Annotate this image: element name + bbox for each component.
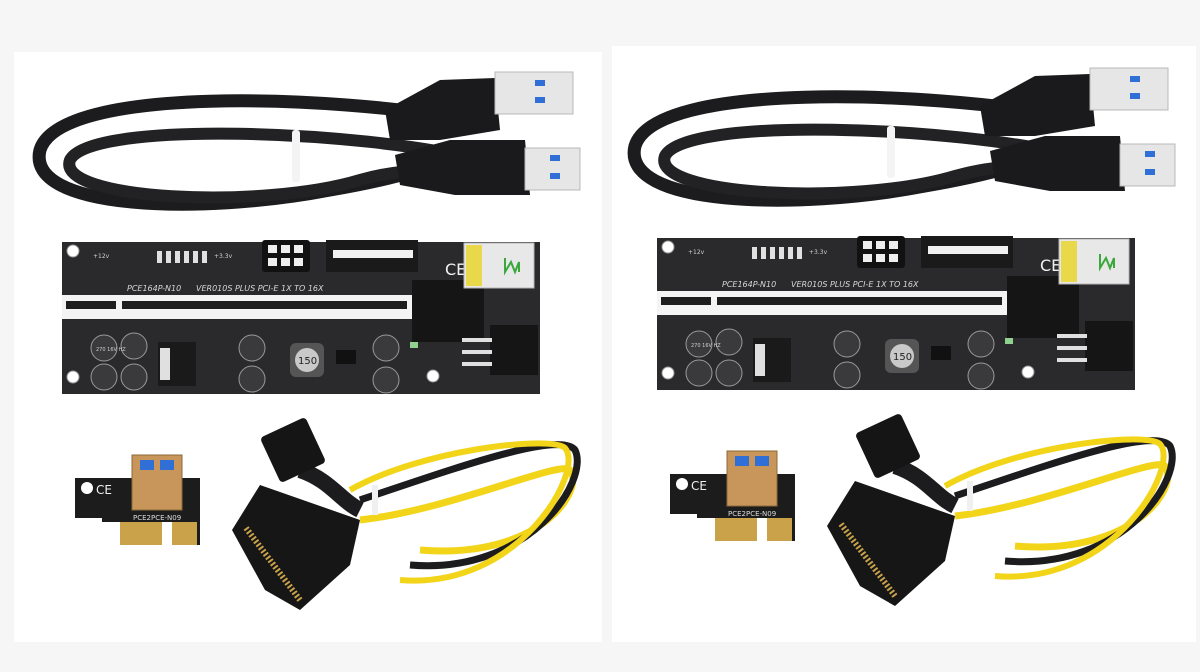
capacitors: 270 16V HZ <box>90 332 400 394</box>
label-12v: +12v <box>93 253 110 260</box>
sata-to-6pin-cable <box>232 418 581 610</box>
usb-port <box>131 454 183 511</box>
ce-mark: CE <box>691 479 707 493</box>
cable-tie <box>967 481 973 511</box>
ce-mark: CE <box>1040 256 1061 275</box>
inductor-label: 150 <box>298 356 317 367</box>
4-pin-connector <box>1085 321 1133 371</box>
4-pin-connector <box>490 325 538 375</box>
label-33v: +3.3v <box>214 253 233 260</box>
capacitors: 270 16V HZ <box>685 328 995 390</box>
board-version: VER010S PLUS PCI-E 1X TO 16X <box>791 280 919 289</box>
cable-tie <box>887 126 895 178</box>
riser-kit-left: +12v +3.3v PCE164P-N10 VER010S PLUS PCI-… <box>32 71 581 610</box>
sata-port <box>412 280 484 342</box>
inductor-label: 150 <box>893 352 912 363</box>
label-33v: +3.3v <box>809 249 828 256</box>
capacitor-label: 270 16V HZ <box>96 347 126 353</box>
6-pin-power-connector <box>857 236 905 268</box>
adapter-model: PCE2PCE-N09 <box>728 510 776 518</box>
led-row <box>752 247 802 259</box>
usb-plug-top <box>385 71 574 140</box>
sata-power-plug <box>232 485 360 610</box>
riser-kit-right: +12v +3.3v PCE164P-N10 VER010S PLUS PCI-… <box>627 67 1176 606</box>
adapter-card: CE PCE2PCE-N09 <box>670 450 795 541</box>
capacitor-label: 270 16V HZ <box>691 343 721 349</box>
riser-board: +12v +3.3v PCE164P-N10 VER010S PLUS PCI-… <box>62 240 540 394</box>
led-row <box>157 251 207 263</box>
6-pin-power-connector <box>262 240 310 272</box>
ce-mark: CE <box>445 260 466 279</box>
sata-to-6pin-cable <box>827 414 1176 606</box>
riser-board: +12v +3.3v PCE164P-N10 VER010S PLUS PCI-… <box>657 236 1135 390</box>
usb-plug-bottom <box>395 140 581 195</box>
adapter-model: PCE2PCE-N09 <box>133 514 181 522</box>
usb-port <box>726 450 778 507</box>
adapter-card: CE PCE2PCE-N09 <box>75 454 200 545</box>
6-pin-plug <box>261 418 325 482</box>
usb-plug-bottom <box>990 136 1176 191</box>
cable-tie <box>292 130 300 182</box>
board-model: PCE164P-N10 <box>127 284 181 293</box>
label-12v: +12v <box>688 249 705 256</box>
ce-mark: CE <box>96 483 112 497</box>
usb-plug-top <box>980 67 1169 136</box>
board-version: VER010S PLUS PCI-E 1X TO 16X <box>196 284 324 293</box>
board-model: PCE164P-N10 <box>722 280 776 289</box>
6-pin-plug <box>856 414 920 478</box>
sata-power-plug <box>827 481 955 606</box>
cable-tie <box>372 485 378 515</box>
sata-port <box>1007 276 1079 338</box>
